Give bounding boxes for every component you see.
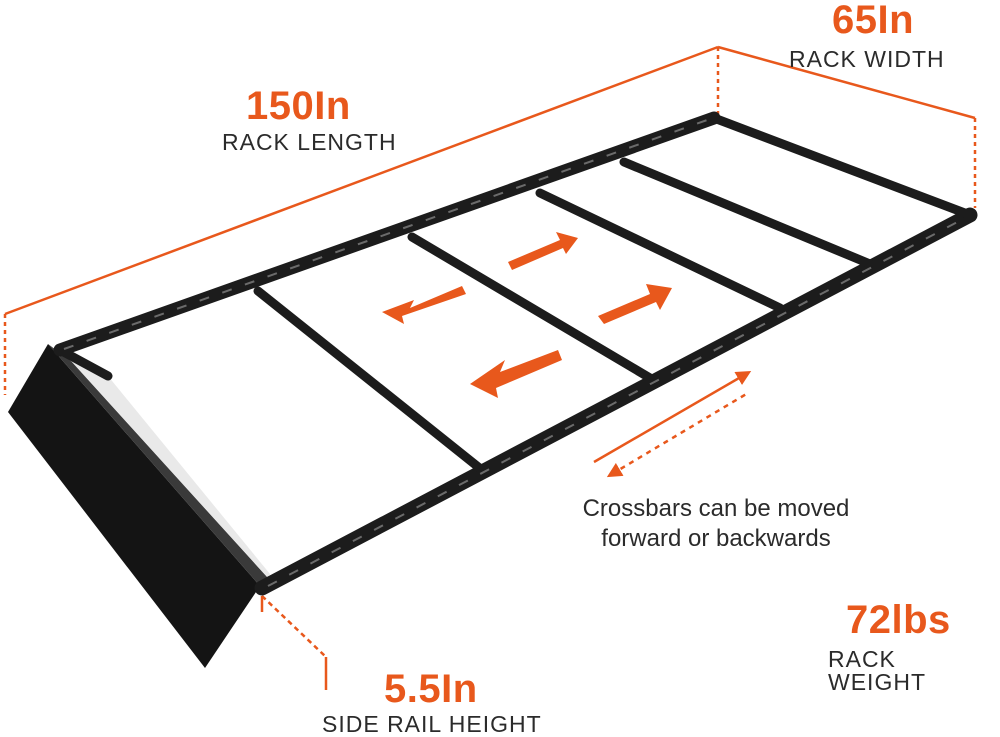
rack-width-label: RACK WIDTH — [789, 46, 945, 72]
rail-height-dimension-line — [260, 595, 328, 690]
rack-weight-value: 72lbs — [846, 598, 951, 642]
rail-slots — [63, 118, 966, 587]
rack-weight-label: RACK WEIGHT — [828, 646, 926, 695]
crossbar-note-line-1: Crossbars can be moved — [582, 495, 850, 522]
crossbar-note: Crossbars can be moved forward or backwa… — [556, 494, 876, 554]
move-arrows — [382, 232, 672, 398]
length-dimension-line — [3, 45, 720, 395]
rack-width-value: 65In — [832, 0, 915, 42]
crossbar-note-line-2: forward or backwards — [601, 525, 831, 552]
rail-height-value: 5.5In — [384, 667, 478, 711]
wind-fairing — [8, 344, 270, 668]
rail-height-label: SIDE RAIL HEIGHT — [322, 711, 542, 737]
slide-indicator — [593, 370, 752, 478]
width-dimension-line — [717, 45, 977, 208]
rack-length-label: RACK LENGTH — [222, 129, 397, 155]
rack-length-value: 150In — [246, 84, 351, 128]
